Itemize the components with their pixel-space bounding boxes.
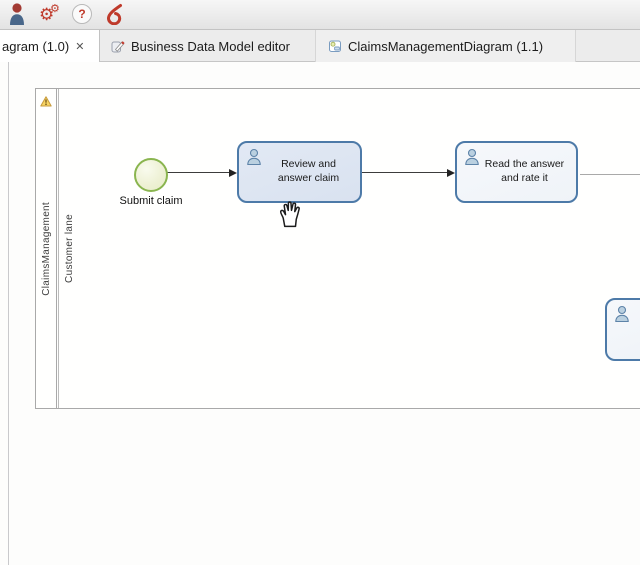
human-task-person-icon xyxy=(464,148,480,171)
start-event-submit-claim[interactable] xyxy=(134,158,168,192)
user-profile-icon[interactable] xyxy=(5,2,29,26)
user-profile-glyph xyxy=(10,3,24,25)
sequence-flow-start-to-task1[interactable] xyxy=(166,172,229,173)
close-icon[interactable]: ✕ xyxy=(75,39,85,53)
gear-icon: ⚙ xyxy=(50,2,60,15)
warning-icon[interactable] xyxy=(40,94,52,112)
diagram-canvas[interactable]: ClaimsManagement Customer lane Submit cl… xyxy=(0,62,640,565)
process-diagram-icon xyxy=(328,39,342,53)
sequence-flow-task2-offscreen[interactable] xyxy=(580,174,640,175)
bonitasoft-logo-icon[interactable] xyxy=(102,2,126,26)
tab-claims-diagram-1-1[interactable]: ClaimsManagementDiagram (1.1) xyxy=(316,30,576,62)
tab-label: Business Data Model editor xyxy=(131,38,290,54)
tab-label: ClaimsManagementDiagram (1.1) xyxy=(348,38,544,54)
tab-business-data-model-editor[interactable]: Business Data Model editor xyxy=(101,30,316,62)
bonitasoft-logo-glyph xyxy=(107,4,122,25)
start-event-label: Submit claim xyxy=(119,195,183,207)
pool-name-label: ClaimsManagement xyxy=(40,201,52,296)
sequence-flow-task1-to-task2[interactable] xyxy=(362,172,449,173)
human-task-person-icon xyxy=(246,148,262,171)
arrowhead-icon xyxy=(229,169,237,177)
lane-left-border xyxy=(58,89,59,408)
hand-cursor xyxy=(276,195,306,234)
lane-name-label: Customer lane xyxy=(63,214,75,283)
human-task-person-icon xyxy=(614,305,630,328)
bdm-editor-icon xyxy=(111,39,125,53)
pool-claims-management[interactable]: ClaimsManagement Customer lane xyxy=(35,88,640,409)
help-icon[interactable]: ? xyxy=(70,2,94,26)
gear-icon: ⚙ xyxy=(39,5,55,25)
tab-claims-diagram-1-0[interactable]: agram (1.0) ✕ xyxy=(0,30,100,62)
arrowhead-icon xyxy=(447,169,455,177)
task-label: Read the answer and rate it xyxy=(484,158,565,184)
settings-gears-icon[interactable]: ⚙ ⚙ xyxy=(38,2,62,26)
pool-header[interactable]: ClaimsManagement xyxy=(36,89,57,408)
editor-tabbar: agram (1.0) ✕ Business Data Model editor xyxy=(0,30,640,62)
task-read-the-answer-and-rate-it[interactable]: Read the answer and rate it xyxy=(455,141,578,203)
tab-label: agram (1.0) xyxy=(2,38,70,54)
lane-customer[interactable]: Customer lane xyxy=(60,89,78,408)
editor-left-border xyxy=(8,62,9,565)
question-mark-icon: ? xyxy=(72,4,92,24)
task-label: Review and answer claim xyxy=(277,158,340,184)
toolbar: ⚙ ⚙ ? xyxy=(0,0,640,30)
task-partial-right-edge[interactable] xyxy=(605,298,640,361)
task-review-and-answer-claim[interactable]: Review and answer claim xyxy=(237,141,362,203)
